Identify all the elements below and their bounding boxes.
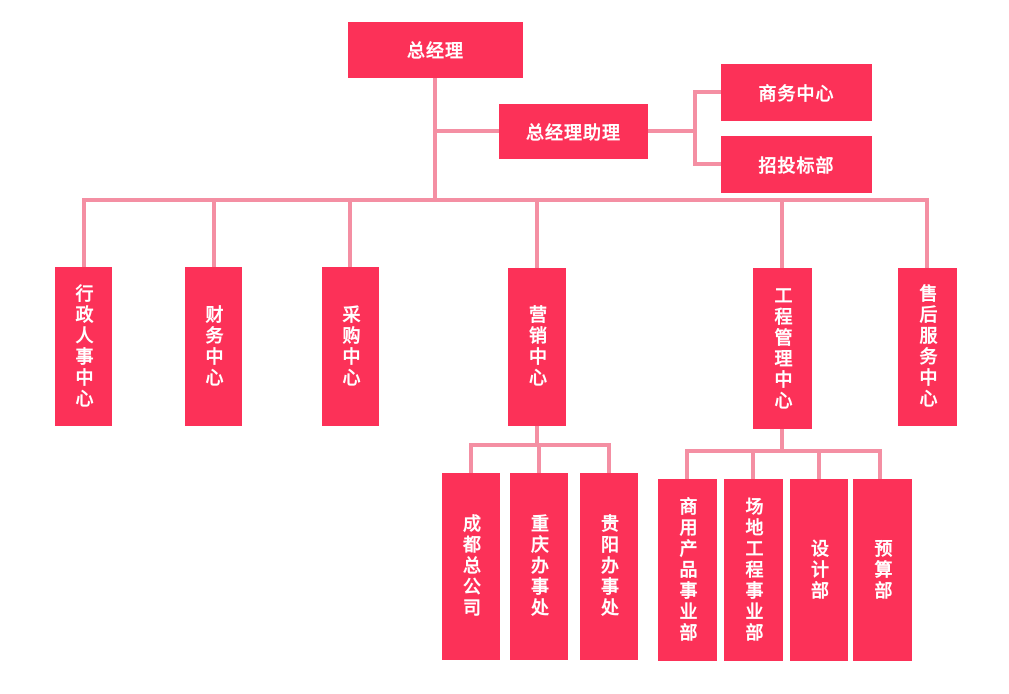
- org-node-business-center: 商务中心: [721, 64, 872, 121]
- connector-marketing-child-v: [535, 426, 539, 447]
- connector-gm-drop: [433, 78, 437, 202]
- connector-engineering-rail: [685, 449, 882, 453]
- connector-business-stub: [697, 90, 721, 94]
- org-node-label: 成都总公司: [461, 514, 481, 619]
- connector-drop-budget: [878, 453, 882, 479]
- connector-drop-marketing: [535, 202, 539, 268]
- connector-drop-chongqing: [537, 447, 541, 473]
- connector-drop-procurement: [348, 202, 352, 268]
- connector-drop-admin: [82, 202, 86, 268]
- org-node-label: 总经理助理: [526, 122, 621, 143]
- org-node-label: 预算部: [872, 538, 893, 602]
- connector-drop-commercial: [685, 453, 689, 479]
- org-node-label: 营销中心: [527, 305, 547, 389]
- connector-drop-finance: [212, 202, 216, 268]
- org-node-label: 财务中心: [203, 304, 224, 389]
- connector-marketing-rail: [469, 443, 611, 447]
- org-node-commercial-products-division: 商用产品事业部: [658, 479, 717, 661]
- org-node-label: 商务中心: [758, 83, 835, 104]
- org-node-label: 行政人事中心: [73, 283, 94, 410]
- org-node-label: 贵阳办事处: [599, 514, 619, 619]
- org-node-label: 设计部: [809, 538, 829, 602]
- org-node-aftersales-service-center: 售后服务中心: [898, 268, 957, 426]
- org-node-budget-dept: 预算部: [853, 479, 912, 661]
- org-node-general-manager: 总经理: [348, 22, 523, 78]
- connector-drop-guiyang: [607, 447, 611, 473]
- connector-assistant-stub-right: [648, 129, 697, 133]
- org-node-marketing-center: 营销中心: [508, 268, 566, 426]
- connector-drop-engineering: [780, 202, 784, 268]
- org-node-label: 总经理: [407, 41, 464, 61]
- connector-bidding-stub: [697, 162, 721, 166]
- org-node-chongqing-office: 重庆办事处: [510, 473, 568, 660]
- connector-engineering-child-v: [780, 427, 784, 453]
- org-node-label: 招投标部: [758, 155, 835, 176]
- org-node-label: 采购中心: [340, 304, 361, 389]
- org-node-admin-hr-center: 行政人事中心: [55, 267, 112, 426]
- connector-assistant-stub-left: [433, 129, 499, 133]
- org-node-design-dept: 设计部: [790, 479, 848, 661]
- org-node-bidding-dept: 招投标部: [721, 136, 872, 193]
- org-node-procurement-center: 采购中心: [322, 267, 379, 426]
- org-node-finance-center: 财务中心: [185, 267, 242, 426]
- connector-main-rail: [82, 198, 929, 202]
- org-node-label: 工程管理中心: [772, 285, 793, 412]
- connector-drop-site: [751, 453, 755, 479]
- connector-drop-aftersales: [925, 202, 929, 268]
- org-node-site-engineering-division: 场地工程事业部: [724, 479, 783, 661]
- org-node-guiyang-office: 贵阳办事处: [580, 473, 638, 660]
- org-node-engineering-mgmt-center: 工程管理中心: [753, 268, 812, 429]
- org-node-chengdu-hq: 成都总公司: [442, 473, 500, 660]
- connector-drop-chengdu: [469, 447, 473, 473]
- org-node-gm-assistant: 总经理助理: [499, 104, 648, 159]
- org-node-label: 售后服务中心: [917, 284, 938, 410]
- connector-assistant-bracket: [693, 90, 697, 166]
- connector-drop-design: [817, 453, 821, 479]
- org-node-label: 商用产品事业部: [677, 496, 698, 644]
- org-node-label: 重庆办事处: [529, 514, 549, 619]
- org-node-label: 场地工程事业部: [743, 496, 764, 644]
